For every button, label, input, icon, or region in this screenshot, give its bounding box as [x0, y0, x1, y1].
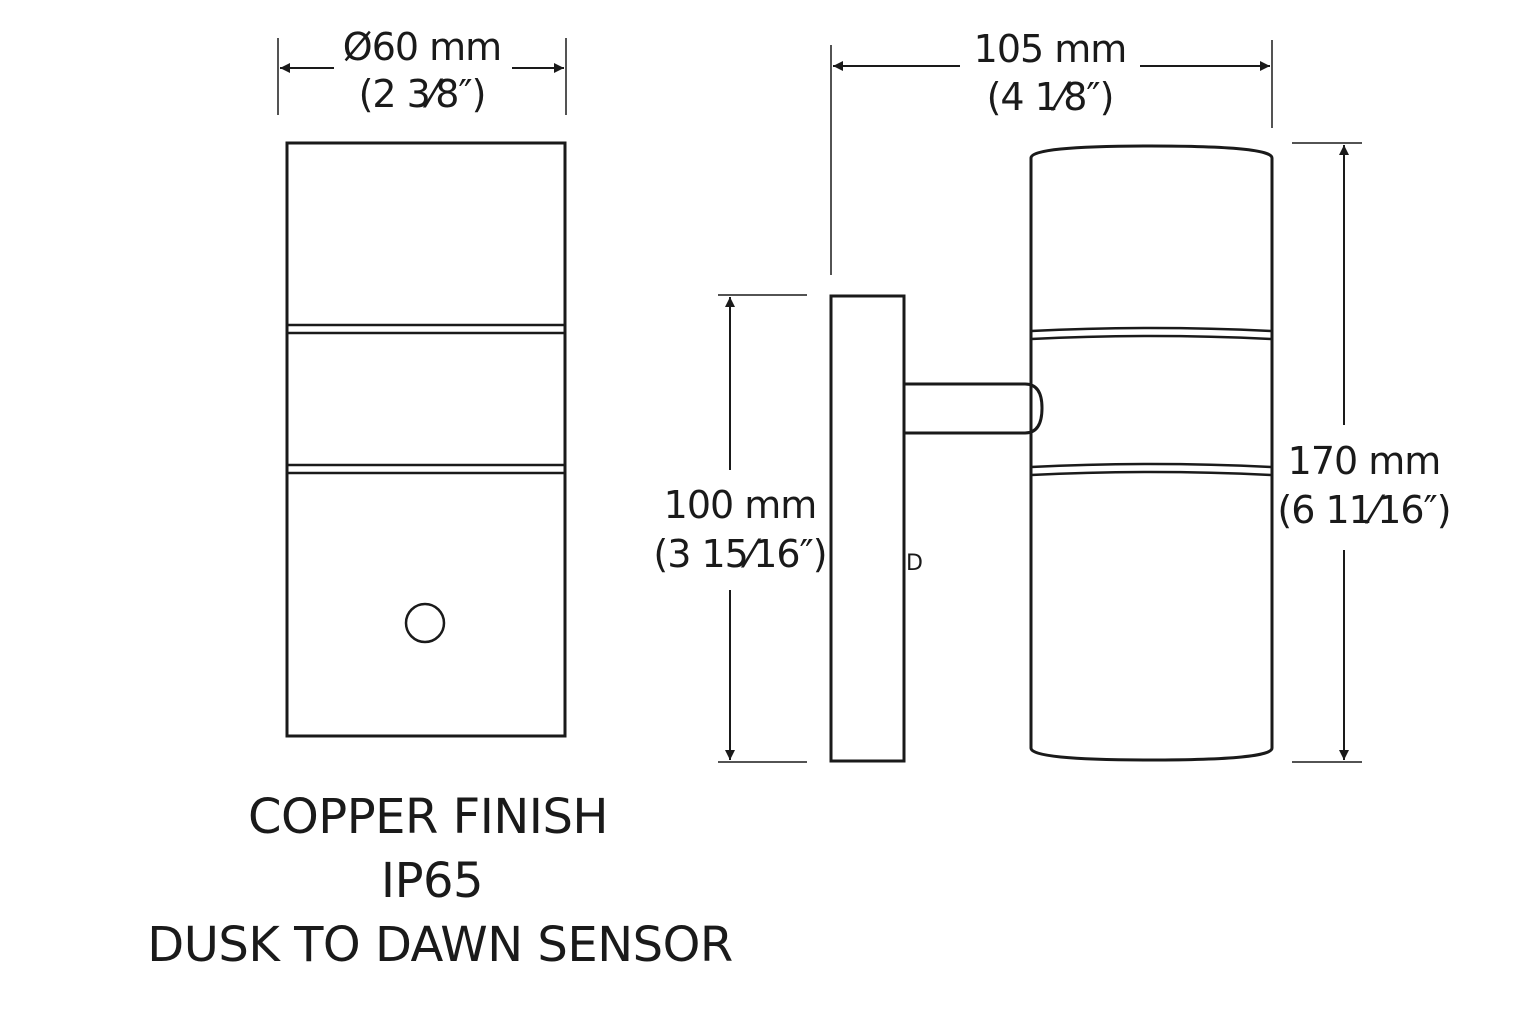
- wall-plate-marker: D: [906, 551, 923, 576]
- light-body-band-2a: [1030, 462, 1273, 469]
- spec-sensor: DUSK TO DAWN SENSOR: [147, 917, 732, 973]
- height-mm-label: 170 mm: [1288, 439, 1441, 483]
- light-body-outline: [1029, 144, 1274, 762]
- front-width-mm-label: Ø60 mm: [343, 25, 501, 69]
- light-body-band-2b: [1030, 470, 1273, 477]
- spec-ip-rating: IP65: [381, 853, 483, 909]
- front-view: Ø60 mm (2 3⁄8″): [277, 25, 567, 738]
- height-in-label: (6 11⁄16″): [1277, 488, 1450, 532]
- wall-plate-outline: [829, 294, 906, 763]
- front-body-outline: [285, 141, 567, 738]
- light-body-band-1b: [1030, 334, 1273, 341]
- plate-height-in-label: (3 15⁄16″): [653, 532, 826, 576]
- connecting-arm-outline: [904, 382, 1044, 435]
- side-depth-mm-label: 105 mm: [974, 27, 1127, 71]
- side-depth-in-label: (4 1⁄8″): [987, 75, 1114, 119]
- spec-finish: COPPER FINISH: [248, 789, 608, 845]
- side-view: 105 mm (4 1⁄8″) 100 mm (3 15⁄16″) D 170 …: [653, 27, 1452, 763]
- front-width-in-label: (2 3⁄8″): [359, 72, 486, 116]
- light-body-band-1a: [1030, 326, 1273, 333]
- plate-height-mm-label: 100 mm: [664, 483, 817, 527]
- dusk-sensor-icon: [404, 602, 446, 644]
- spec-caption: COPPER FINISH IP65 DUSK TO DAWN SENSOR: [147, 789, 733, 973]
